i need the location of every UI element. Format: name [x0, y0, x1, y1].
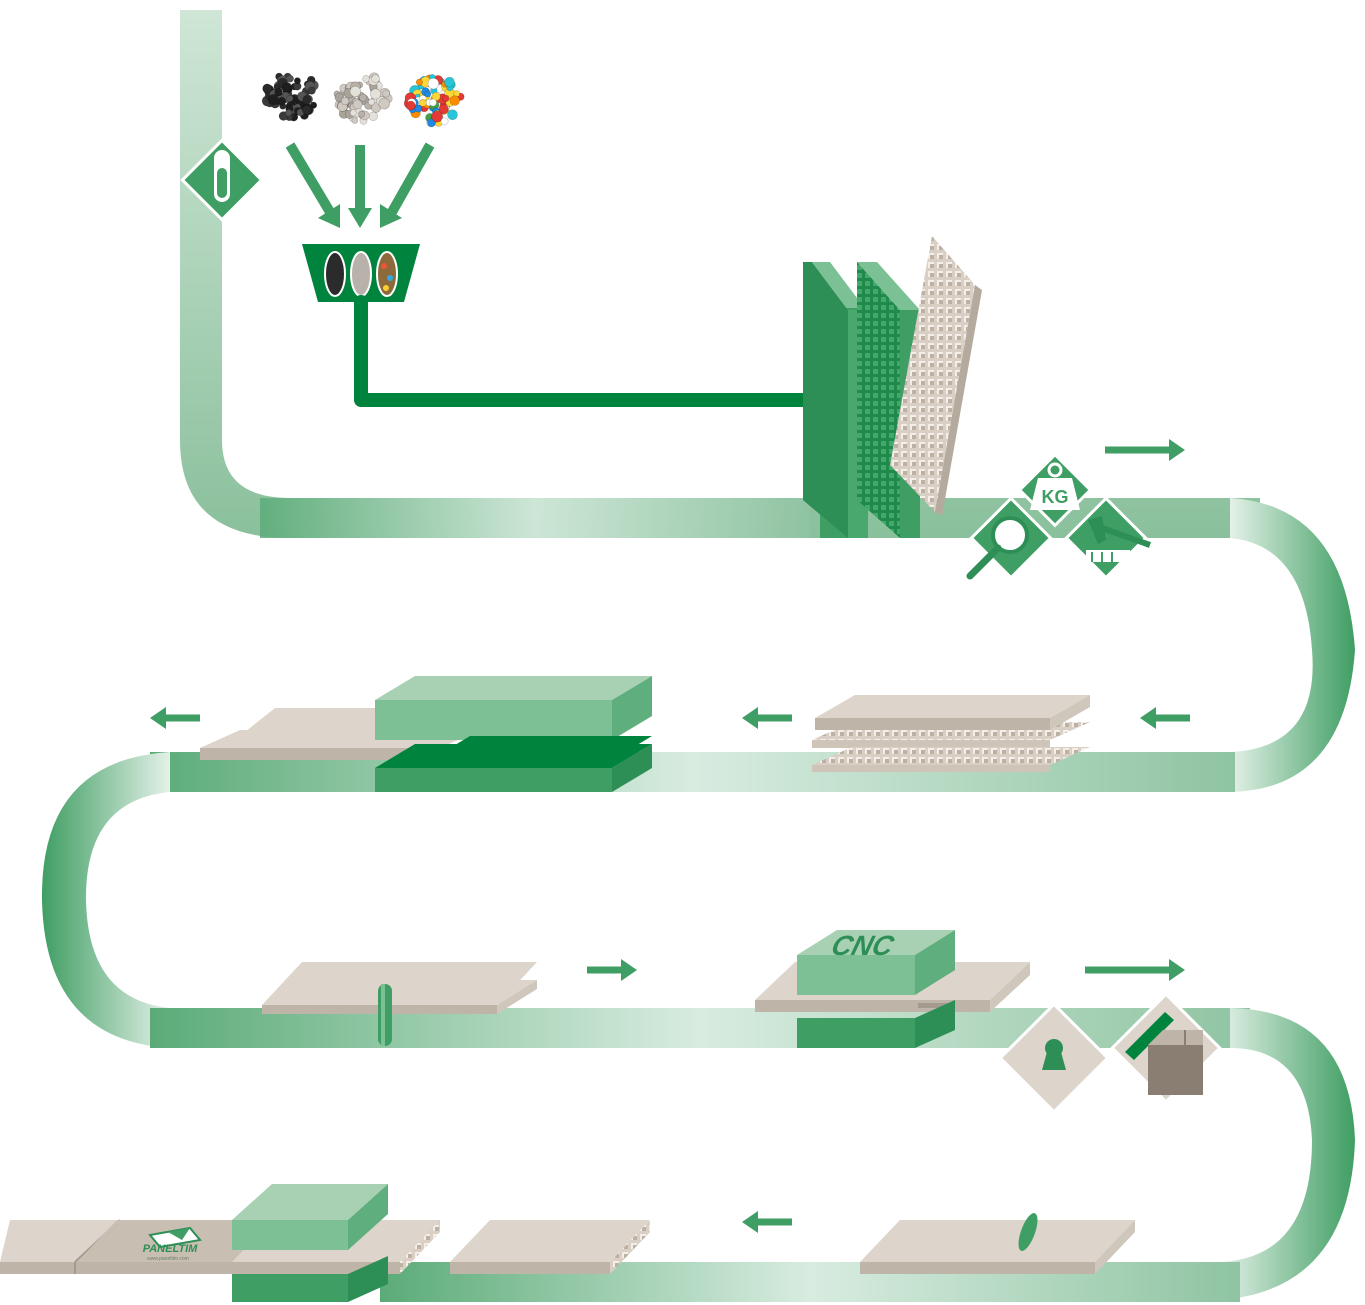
granule [351, 117, 359, 124]
granule [277, 96, 287, 106]
ribbon-curve-right-1 [1230, 498, 1355, 792]
granule [358, 110, 366, 118]
granule [349, 85, 361, 97]
granule [418, 99, 427, 107]
hammer-impact-icon [1064, 496, 1152, 580]
feed-arrow-3 [387, 142, 435, 215]
trimming-stage [860, 1213, 1135, 1274]
granule [415, 78, 423, 86]
mixing-hopper [302, 244, 420, 302]
granule [371, 74, 380, 83]
granule [301, 105, 312, 115]
magnifier-icon [966, 496, 1053, 580]
flow-arrow-2 [1140, 707, 1190, 729]
cutting-stage [262, 962, 537, 1046]
brand-url: www.paneltim.com [147, 1256, 189, 1262]
granule [281, 82, 292, 93]
granule [414, 104, 423, 113]
quality-icons-row3 [998, 992, 1222, 1114]
weight-kg-icon: KG [1017, 452, 1093, 528]
granule [382, 89, 390, 98]
granule [449, 95, 460, 106]
colored-granules-icon [403, 74, 465, 128]
black-granules-icon [261, 72, 319, 122]
trim-blade [1018, 1213, 1038, 1251]
granule [440, 117, 449, 126]
granule [302, 95, 312, 105]
granule [340, 96, 350, 106]
paneltim-logo: PANELTIM www.paneltim.com [143, 1226, 202, 1262]
honeycomb-lamination-stage [812, 695, 1090, 772]
granule [285, 109, 293, 117]
test-tube-icon [180, 138, 264, 222]
granule [286, 94, 294, 102]
top-skin-sheet [815, 695, 1090, 718]
honeycomb-core-sheet [890, 236, 975, 512]
granule [359, 93, 368, 102]
flow-arrow-3 [742, 707, 792, 729]
flow-arrow-4 [150, 707, 200, 729]
ribbon-curve-right-2 [1220, 1008, 1355, 1300]
granule [352, 99, 363, 110]
granule [431, 110, 444, 123]
edge-profile-icon [1110, 992, 1222, 1104]
feed-arrows [285, 142, 435, 228]
ribbon-curve-left [41, 752, 170, 1048]
granule [429, 98, 437, 107]
hot-press-stage [200, 676, 652, 792]
flow-arrows [150, 439, 1190, 1233]
branding-press-stage: PANELTIM www.paneltim.com [0, 1184, 440, 1302]
granule [424, 90, 432, 98]
keyhole-icon [998, 1002, 1110, 1114]
granule [442, 94, 450, 102]
grey-granules-icon [333, 72, 393, 125]
granule [378, 97, 391, 110]
extrusion-press [803, 236, 982, 538]
flow-arrow-5 [587, 959, 637, 981]
finished-panel-stage [450, 1220, 650, 1274]
granule [447, 109, 458, 120]
weight-unit-label: KG [1042, 487, 1069, 507]
granule [438, 104, 449, 115]
extrusion-feed-pipe [354, 295, 825, 407]
cnc-label: CNC [828, 930, 897, 961]
granule [362, 75, 370, 83]
flow-arrow-6 [1085, 959, 1185, 981]
granule [274, 87, 283, 97]
granule [307, 86, 316, 95]
granule [368, 111, 378, 122]
granule [444, 76, 455, 88]
granule [367, 98, 375, 106]
granule [427, 77, 440, 90]
cnc-machining-stage: CNC [755, 930, 1030, 1048]
brand-label: PANELTIM [143, 1243, 198, 1255]
flow-arrow-1 [1105, 439, 1185, 461]
raw-material-granules [261, 72, 465, 128]
granule [405, 100, 416, 111]
granule [262, 83, 273, 94]
granule [293, 77, 301, 85]
flow-arrow-7 [742, 1211, 792, 1233]
quality-icons-row1: KG [966, 452, 1152, 580]
granule [286, 74, 294, 83]
granule [370, 88, 382, 100]
feed-arrow-1 [285, 142, 335, 215]
granule [349, 109, 357, 117]
